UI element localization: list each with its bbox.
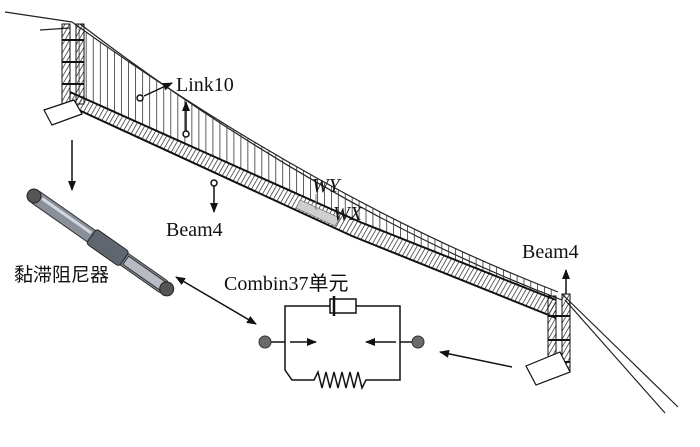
link10-label: Link10 xyxy=(176,74,234,96)
hanger-cables xyxy=(78,27,552,299)
wy-label: WY xyxy=(312,175,340,197)
viscous-damper-image xyxy=(26,188,175,297)
left-tower xyxy=(43,23,85,126)
beam4-left-node xyxy=(210,179,218,187)
link10-node xyxy=(136,94,144,102)
wx-label: WX xyxy=(333,203,362,225)
link10-node-2 xyxy=(182,130,190,138)
beam4-left-label: Beam4 xyxy=(166,219,223,241)
beam4-right-label: Beam4 xyxy=(522,241,579,263)
spring-zigzag xyxy=(284,342,401,391)
dashpot-body xyxy=(329,298,357,314)
link10-pointer-arrow xyxy=(143,82,173,97)
combin37-label: Combin37单元 xyxy=(224,273,349,295)
combin-node-left xyxy=(258,335,272,349)
bridge-to-combin-arrow xyxy=(439,349,513,368)
damper-to-combin-arrow xyxy=(175,276,257,325)
right-tower xyxy=(525,293,571,386)
combin37-element-diagram xyxy=(265,296,418,391)
annotation-arrows xyxy=(68,82,570,368)
combin-node-right xyxy=(411,335,425,349)
viscous-damper-label: 黏滞阻尼器 xyxy=(14,264,110,286)
